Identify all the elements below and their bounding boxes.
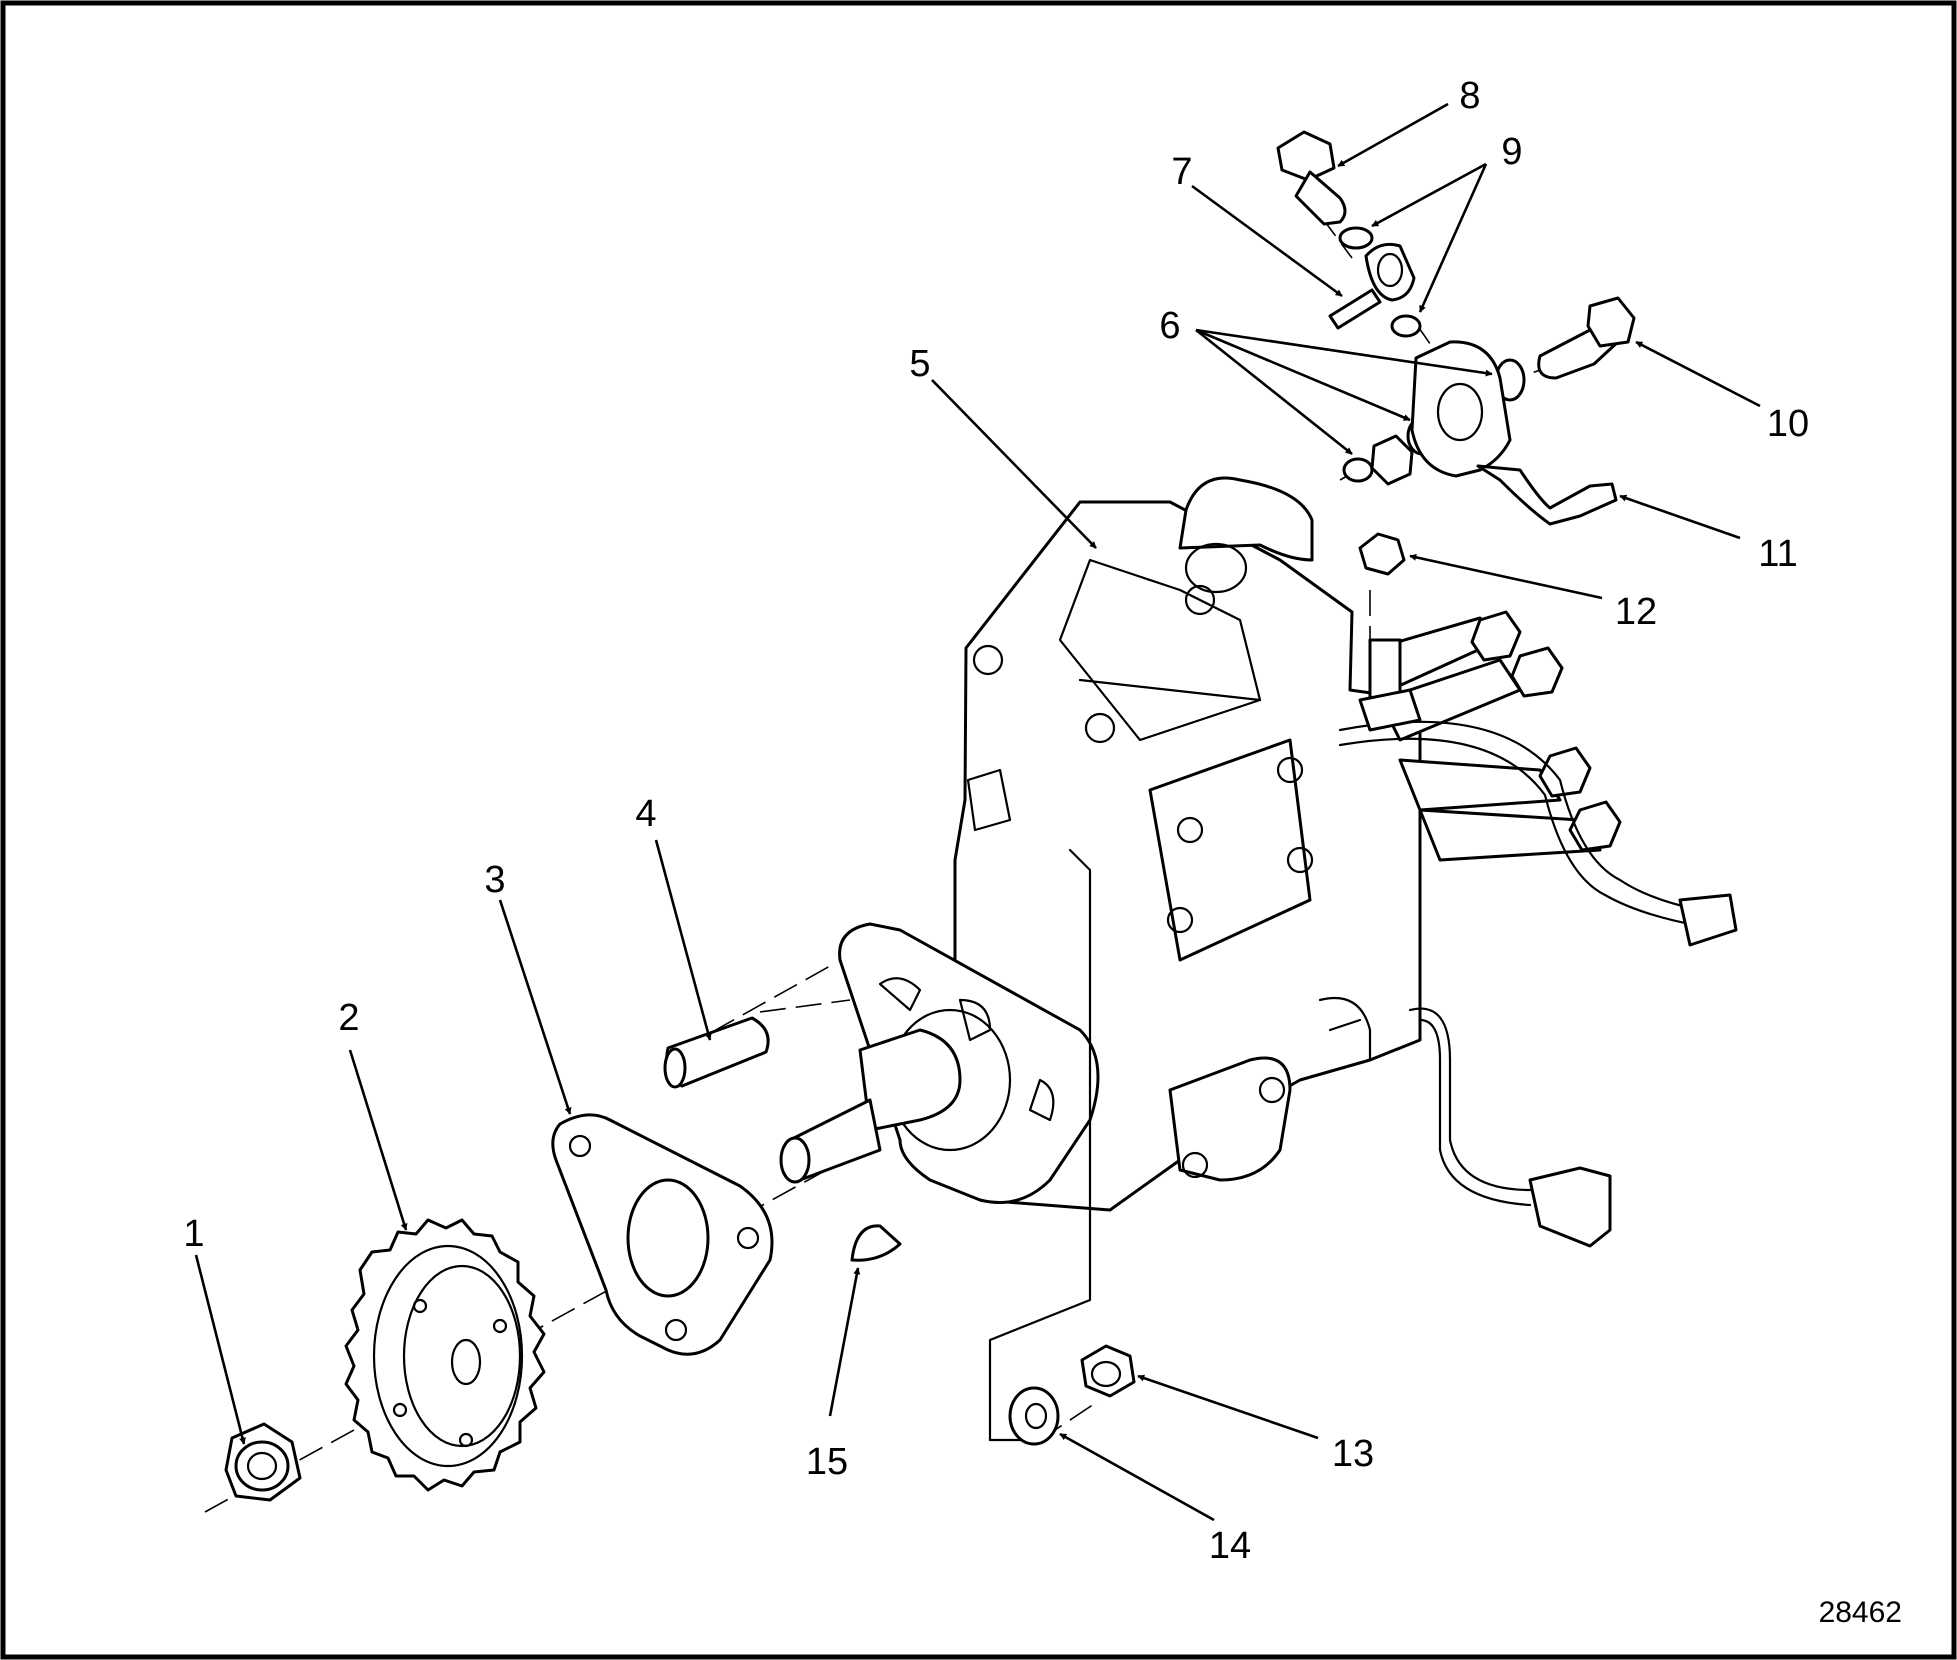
callout-14: 14 — [1209, 1525, 1251, 1567]
part-hex-fitting — [1370, 434, 1414, 486]
callout-9: 9 — [1501, 131, 1522, 173]
part-flange-nut — [1080, 1344, 1136, 1398]
leader-7 — [1191, 184, 1343, 298]
leader-3 — [498, 899, 572, 1115]
callout-1: 1 — [183, 1213, 204, 1255]
part-cap-nut — [1358, 532, 1406, 576]
part-banjo-bolt-fitting — [1328, 242, 1416, 330]
part-woodruff-key — [850, 1224, 902, 1262]
leader-6c — [1195, 328, 1493, 377]
figure-number: 28462 — [1819, 1596, 1902, 1629]
part-hex-nut — [224, 1422, 302, 1502]
callout-12: 12 — [1615, 591, 1657, 633]
leader-9b — [1418, 163, 1488, 313]
leader-6a — [1195, 328, 1353, 456]
leader-2 — [348, 1049, 408, 1231]
callout-7: 7 — [1171, 151, 1192, 193]
leader-12 — [1409, 553, 1603, 600]
callout-13: 13 — [1332, 1433, 1374, 1475]
leader-arrows — [194, 102, 1761, 1522]
callout-11: 11 — [1758, 533, 1797, 575]
part-banjo-bolt — [1276, 130, 1347, 226]
part-flange-gasket — [551, 1113, 774, 1356]
part-injection-pump — [779, 476, 1738, 1442]
part-dowel-pin — [663, 1016, 770, 1089]
leader-15 — [828, 1267, 861, 1417]
callout-15: 15 — [806, 1441, 848, 1483]
part-flat-washer — [1008, 1386, 1060, 1446]
leader-13 — [1137, 1374, 1319, 1440]
leader-10 — [1635, 340, 1761, 408]
leader-1 — [194, 1254, 246, 1445]
leader-8 — [1337, 102, 1449, 168]
leader-6b — [1195, 328, 1411, 422]
part-copper-washers — [1338, 226, 1422, 338]
callout-3: 3 — [484, 859, 505, 901]
callout-10: 10 — [1767, 403, 1809, 445]
callout-6: 6 — [1159, 305, 1180, 347]
callout-8: 8 — [1459, 75, 1480, 117]
callout-5: 5 — [909, 343, 930, 385]
part-drive-gear — [344, 1218, 546, 1492]
leader-4 — [654, 839, 712, 1041]
callout-labels: 1 2 3 4 5 6 7 8 9 10 11 12 13 14 15 — [183, 75, 1809, 1567]
leader-11 — [1619, 494, 1741, 540]
leader-9a — [1371, 162, 1487, 228]
part-return-bolt — [1537, 296, 1636, 380]
leader-14 — [1059, 1432, 1215, 1522]
callout-2: 2 — [338, 997, 359, 1039]
callout-4: 4 — [635, 793, 656, 835]
leader-5 — [931, 379, 1097, 549]
